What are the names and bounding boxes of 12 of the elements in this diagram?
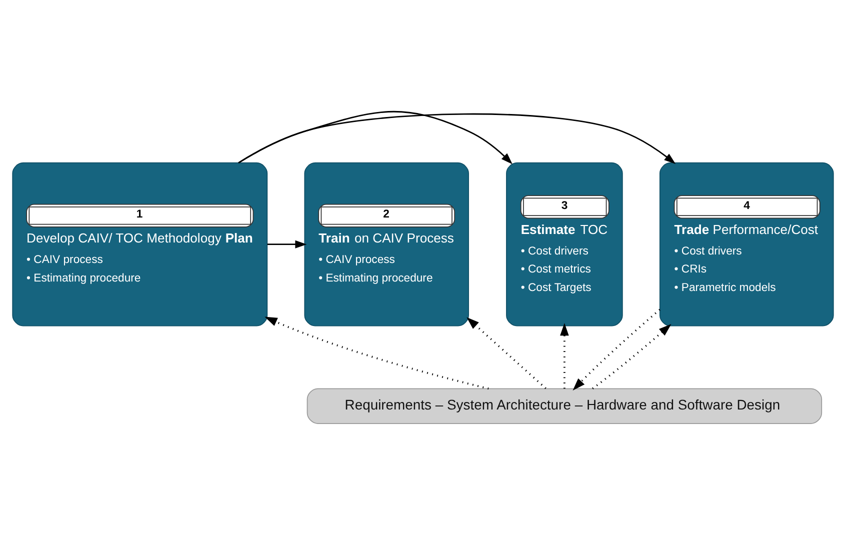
node-box: 2 Train on CAIV Process • CAIV process • Estimating procedure: [304, 162, 469, 326]
arrow: [267, 240, 307, 248]
node-box: 3 Estimate TOC • Cost drivers • Cost metrics • Cost Targets: [506, 162, 623, 326]
arrow: [264, 316, 489, 390]
node-box: Requirements – System Architecture – Hardware and Software Design: [306, 388, 822, 424]
arrow: [560, 323, 569, 389]
node-box: 1 Develop CAIV/ TOC Methodology Plan • CAIV process • Estimating procedure: [12, 162, 268, 326]
arrow: [466, 317, 546, 390]
node-box: 4 Trade Performance/Cost • Cost drivers • CRIs • Parametric models: [659, 162, 834, 326]
arrow: [592, 324, 672, 390]
arrow: [572, 308, 660, 391]
arrow: [238, 111, 512, 164]
